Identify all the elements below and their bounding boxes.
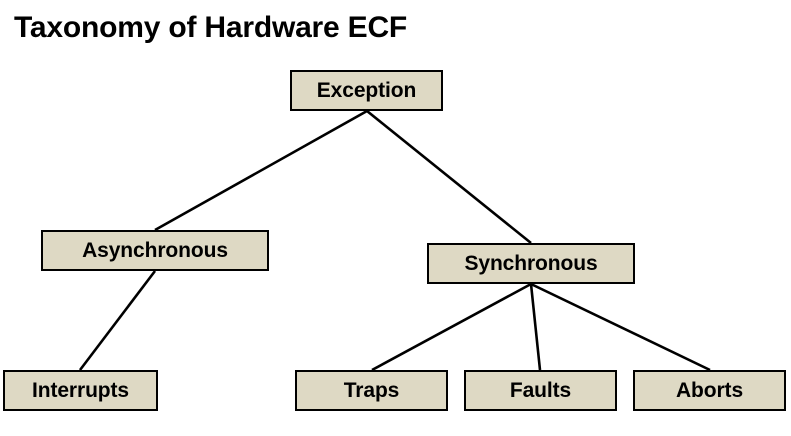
node-label-aborts: Aborts <box>675 378 744 402</box>
node-synchronous[interactable]: Synchronous <box>427 243 635 284</box>
node-label-asynchronous: Asynchronous <box>82 238 228 262</box>
edge-exception-to-asynchronous <box>154 109 368 232</box>
page-title: Taxonomy of Hardware ECF <box>14 11 408 44</box>
edge-synchronous-to-faults <box>529 283 542 371</box>
node-label-traps: Traps <box>343 378 400 402</box>
node-label-faults: Faults <box>509 378 572 402</box>
node-label-synchronous: Synchronous <box>464 251 598 275</box>
node-interrupts[interactable]: Interrupts <box>3 370 158 411</box>
node-exception[interactable]: Exception <box>290 70 443 111</box>
node-label-exception: Exception <box>316 78 417 102</box>
node-faults[interactable]: Faults <box>464 370 617 411</box>
node-aborts[interactable]: Aborts <box>633 370 786 411</box>
edge-synchronous-to-traps <box>371 282 532 372</box>
node-asynchronous[interactable]: Asynchronous <box>41 230 269 271</box>
edge-asynchronous-to-interrupts <box>78 270 157 371</box>
edge-exception-to-synchronous <box>366 109 532 245</box>
edge-synchronous-to-aborts <box>530 282 711 372</box>
node-label-interrupts: Interrupts <box>31 378 129 402</box>
node-traps[interactable]: Traps <box>295 370 448 411</box>
